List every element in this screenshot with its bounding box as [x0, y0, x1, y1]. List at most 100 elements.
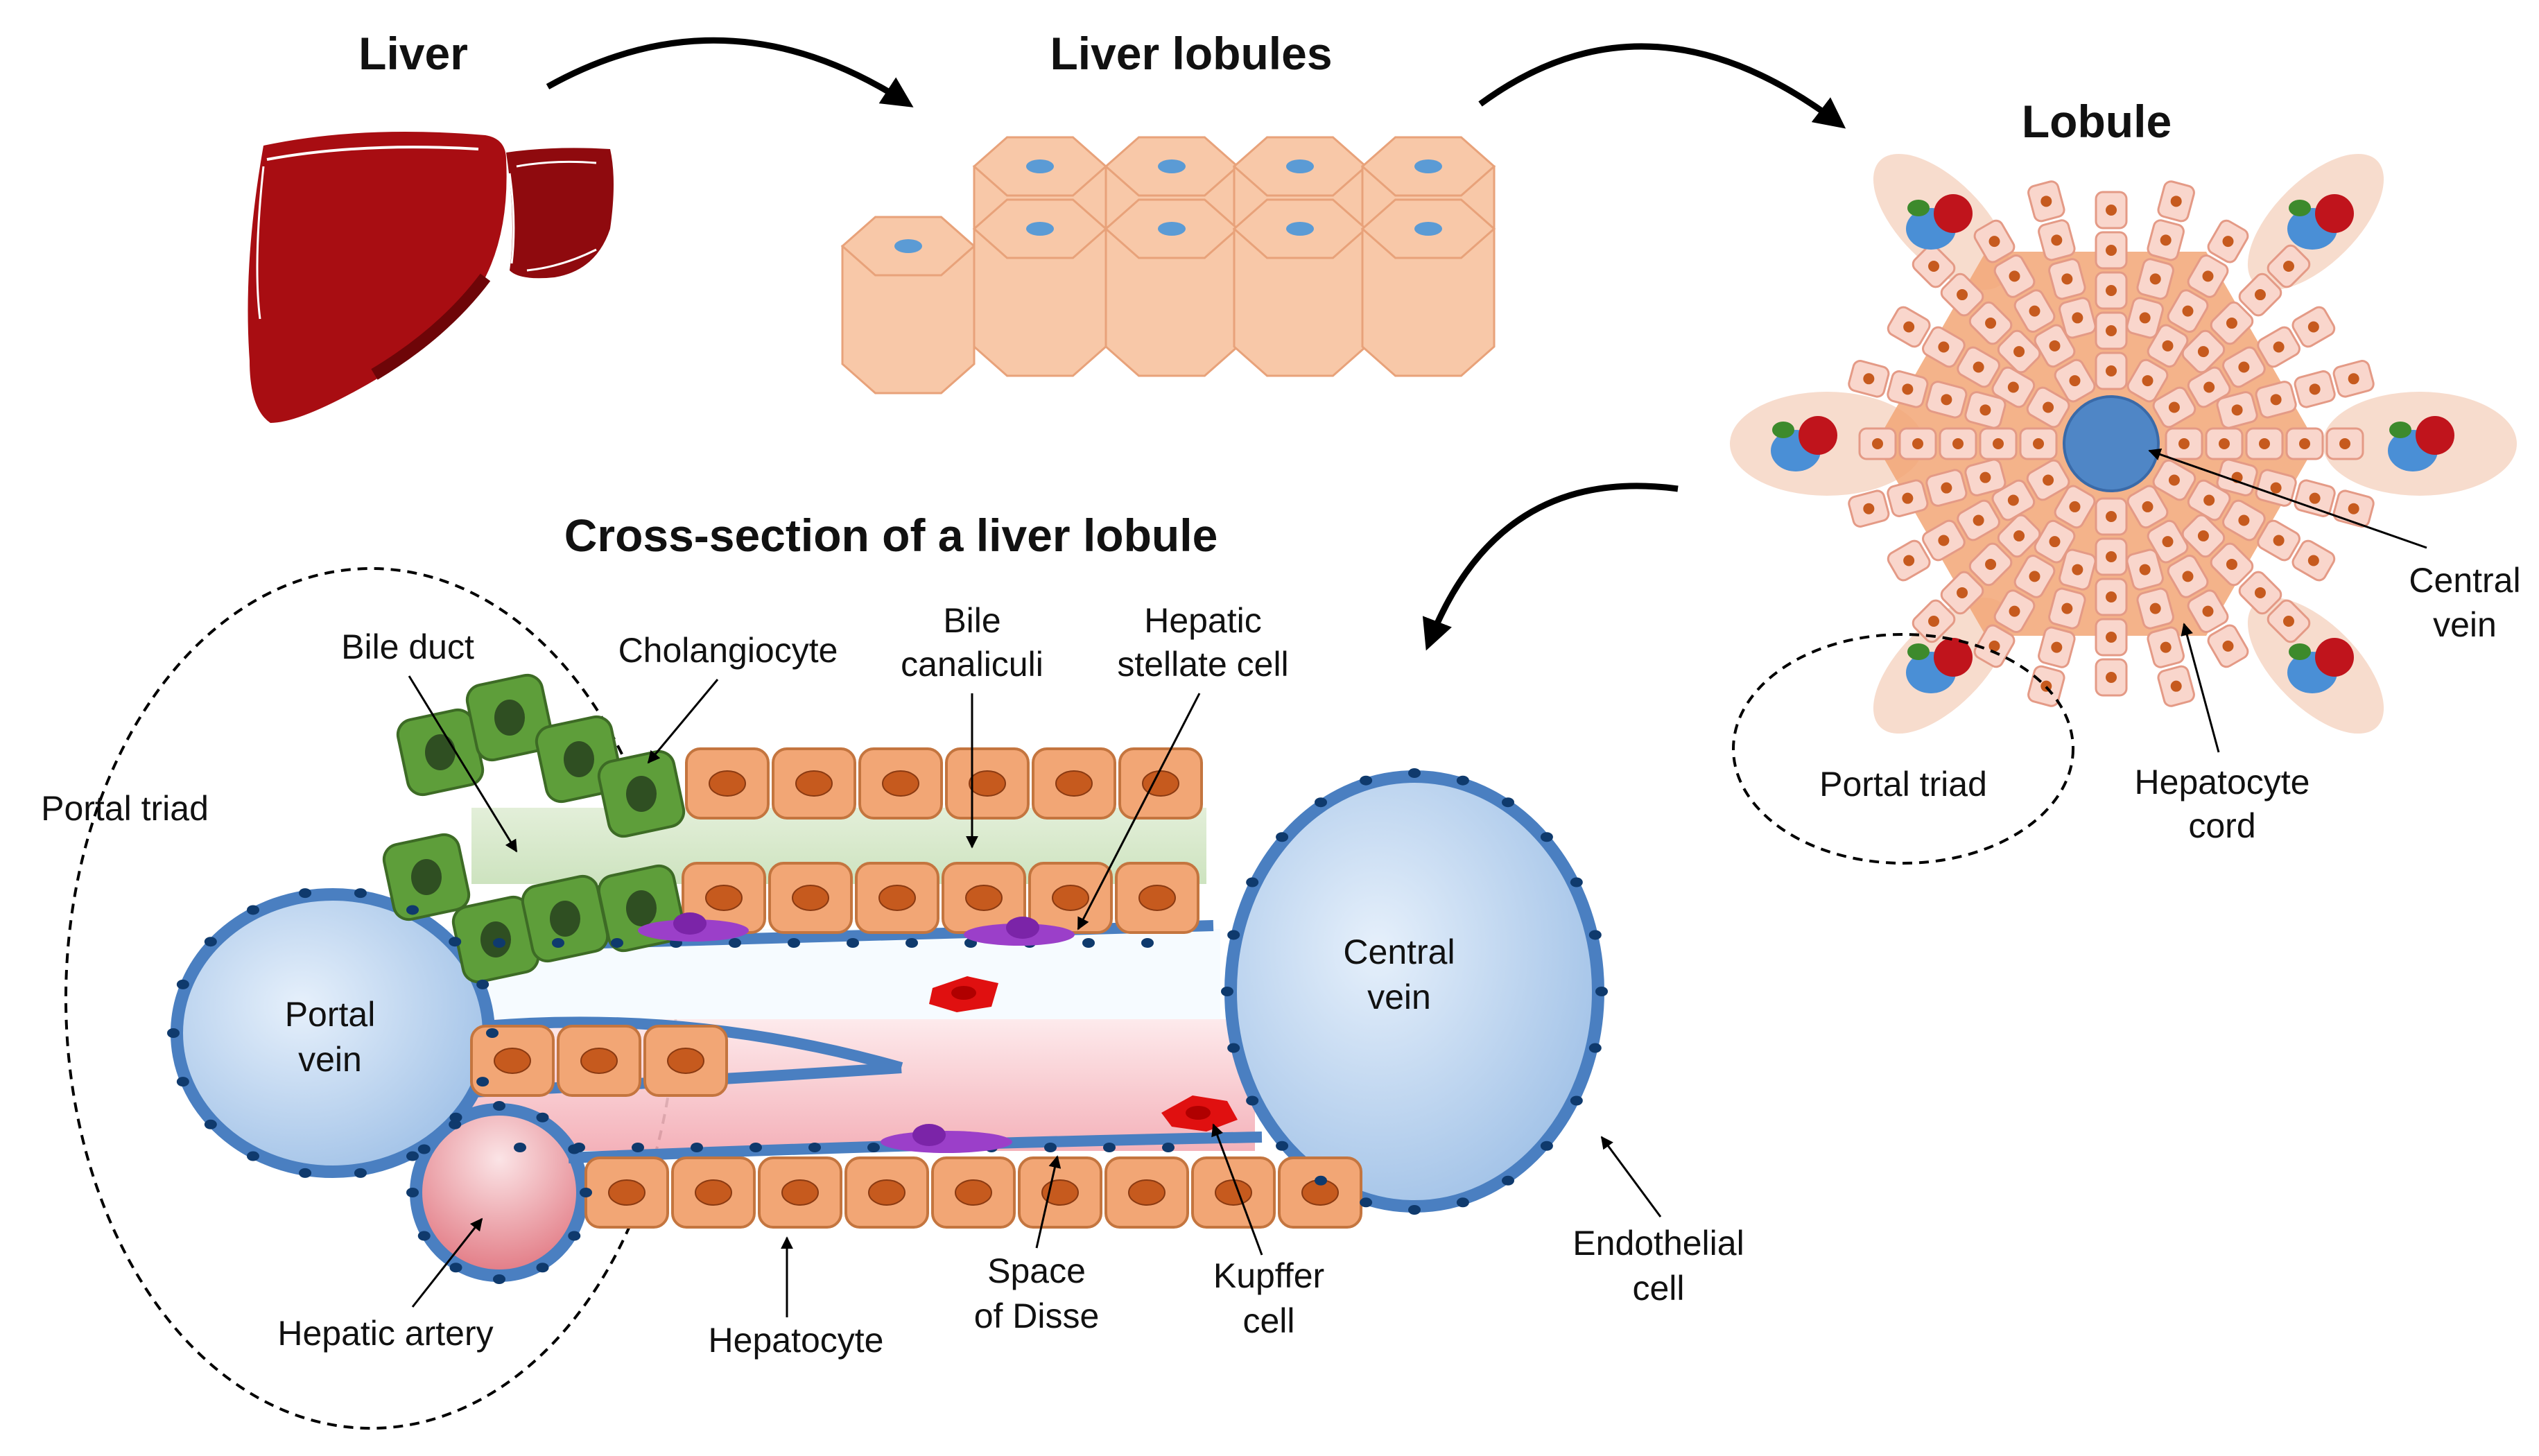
- lobule-hepatocyte-nucleus: [2238, 361, 2250, 373]
- hepatocyte-nucleus: [1138, 885, 1176, 911]
- lobule-hepatocyte-nucleus: [2072, 564, 2083, 575]
- hepatic-artery-label: Hepatic artery: [277, 1314, 493, 1353]
- endothelial-cell-nucleus: [299, 888, 312, 899]
- hepatocyte-nucleus: [1055, 770, 1093, 797]
- endothelial-cell-nucleus: [1044, 1143, 1057, 1152]
- endothelial-cell-nucleus: [354, 888, 367, 899]
- endothelial-cell-nucleus: [476, 979, 489, 989]
- lobule-hepatocyte-nucleus: [2069, 501, 2081, 512]
- central-vein-label-1: Central: [1343, 933, 1455, 971]
- lobule-hepatocyte-nucleus: [1988, 236, 2000, 248]
- cholangiocyte-nucleus: [550, 901, 580, 937]
- lobule-prism-nucleus: [1158, 222, 1186, 236]
- lobule-hepatocyte-nucleus: [2309, 383, 2321, 395]
- lobule-hepatocyte-nucleus: [2170, 196, 2182, 207]
- lobule-hepatocyte-nucleus: [2106, 632, 2117, 643]
- cholangiocyte-label: Cholangiocyte: [618, 631, 838, 670]
- lobule-hepatocyte-nucleus: [2106, 551, 2117, 562]
- hepatocyte-nucleus: [1052, 885, 1089, 911]
- hepatic-stellate-cell-3: [881, 1131, 1012, 1153]
- lobule-hepatocyte-nucleus: [2202, 605, 2214, 617]
- hepatic-artery-pointer: [411, 1217, 483, 1308]
- lobule-prism-nucleus: [1414, 159, 1442, 173]
- endothelial-cell-nucleus: [1588, 930, 1602, 940]
- kupffer-cell-1-nucleus: [951, 986, 976, 1000]
- endothelial-cell-nucleus: [808, 1143, 821, 1152]
- endothelial-cell-nucleus: [204, 937, 217, 947]
- cholangiocyte-nucleus: [411, 859, 442, 895]
- hepatic-stellate-cell-3-nucleus: [912, 1124, 946, 1146]
- lobule-hepatocyte-nucleus: [2051, 234, 2063, 246]
- lobule-hepatocyte-nucleus: [1863, 503, 1875, 514]
- endothelial-cell-nucleus: [176, 1077, 189, 1087]
- endothelial-cell-nucleus: [1276, 832, 1289, 842]
- lobule-hepatocyte-nucleus: [2182, 305, 2194, 317]
- lobule-hepatocyte-nucleus: [1957, 289, 1968, 301]
- lobule-hepatocyte-nucleus: [2170, 680, 2182, 692]
- lobule-hepatic-artery-dot: [2315, 194, 2354, 233]
- endothelial-cell-label-1: Endothelial: [1572, 1224, 1744, 1263]
- cross-section-title: Cross-section of a liver lobule: [564, 510, 1218, 561]
- lobule-hepatocyte-nucleus: [2182, 571, 2194, 582]
- lobule-bile-duct-dot: [2289, 643, 2311, 660]
- lobule-hepatocyte-nucleus: [1985, 318, 1997, 329]
- portal-triad-label: Portal triad: [41, 789, 209, 828]
- hepatocyte-nucleus: [1215, 1179, 1252, 1206]
- endothelial-cell-nucleus: [536, 1112, 549, 1123]
- lobule-hepatocyte-nucleus: [2238, 514, 2250, 526]
- endothelial-cell-nucleus: [486, 1028, 499, 1038]
- lobule-hepatocyte-nucleus: [1985, 558, 1997, 570]
- endothelial-cell-nucleus: [167, 1028, 180, 1038]
- endothelial-cell-nucleus: [1246, 1095, 1259, 1106]
- endothelial-cell-nucleus: [1502, 797, 1514, 808]
- lobule-hepatocyte-nucleus: [2270, 394, 2282, 406]
- lobule-hepatocyte-nucleus: [2007, 494, 2019, 506]
- cross-section-cells: [167, 673, 1608, 1284]
- hepatic-stellate-cell-label-2: stellate cell: [1117, 645, 1288, 684]
- endothelial-cell-nucleus: [1227, 1043, 1240, 1053]
- portal-triad-dashed-outline-lobule: [1732, 633, 2074, 865]
- lobule-hepatocyte-nucleus: [2348, 373, 2359, 385]
- lobule-hepatocyte-nucleus: [2013, 530, 2025, 541]
- endothelial-cell-nucleus: [1141, 938, 1154, 948]
- lobule-hepatocyte-nucleus: [2106, 591, 2117, 603]
- hepatocyte-nucleus: [969, 770, 1006, 797]
- lobule-hepatocyte-nucleus: [2168, 401, 2180, 413]
- lobule-hepatocyte-nucleus: [1903, 555, 1915, 566]
- lobule-hepatocyte-nucleus: [2348, 503, 2359, 514]
- lobule-hepatocyte-nucleus: [1993, 438, 2004, 449]
- lobule-hepatocyte-nucleus: [2029, 571, 2040, 582]
- hepatic-stellate-cell-1-nucleus: [673, 912, 707, 935]
- lobule-hepatocyte-nucleus: [2160, 234, 2172, 246]
- endothelial-cell-pointer: [1600, 1136, 1662, 1217]
- lobule-hepatic-artery-dot: [1934, 638, 1973, 677]
- endothelial-cell-nucleus: [691, 1143, 703, 1152]
- lobule-hepatocyte-nucleus: [2106, 325, 2117, 336]
- endothelial-cell-nucleus: [1595, 987, 1608, 996]
- endothelial-cell-nucleus: [176, 979, 189, 989]
- lobule-hepatocyte-nucleus: [2142, 375, 2154, 387]
- flow-arrow-liver-to-lobules: [546, 37, 914, 107]
- endothelial-cell-nucleus: [729, 938, 741, 948]
- endothelial-cell-nucleus: [1276, 1141, 1289, 1151]
- kupffer-cell-label-2: cell: [1242, 1301, 1294, 1340]
- endothelial-cell-nucleus: [493, 1274, 505, 1284]
- endothelial-cell-nucleus: [299, 1168, 312, 1178]
- endothelial-cell-nucleus: [1227, 930, 1240, 940]
- hepatocyte-nucleus: [709, 770, 746, 797]
- lobule-hepatocyte-nucleus: [2106, 511, 2117, 522]
- lobule-prism-nucleus: [1158, 159, 1186, 173]
- endothelial-cell-nucleus: [867, 1143, 880, 1152]
- portal-vein-label-2: vein: [298, 1040, 362, 1079]
- lobule-hepatocyte-nucleus: [2273, 535, 2285, 546]
- endothelial-cell-nucleus: [788, 938, 800, 948]
- lobule-hepatocyte-nucleus: [1979, 471, 1991, 483]
- lobule-hepatocyte-nucleus: [2049, 340, 2061, 352]
- lobule-hepatocyte-nucleus: [2009, 605, 2020, 617]
- endothelial-cell-nucleus: [1360, 775, 1373, 786]
- lobule-prism-nucleus: [1026, 222, 1054, 236]
- lobule-hepatocyte-nucleus: [2149, 273, 2161, 285]
- endothelial-cell-nucleus: [449, 1263, 462, 1273]
- lobule-prism-nucleus: [1414, 222, 1442, 236]
- lobule-hepatic-artery-dot: [1799, 416, 1837, 455]
